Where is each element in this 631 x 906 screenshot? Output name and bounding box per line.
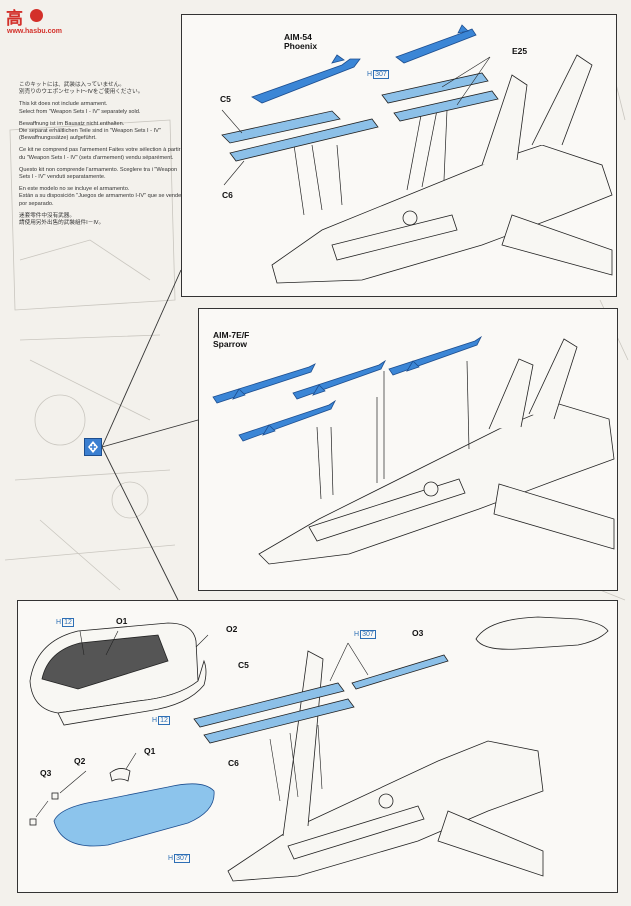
aim7-missile [292, 359, 387, 400]
aim7-missile [238, 399, 337, 442]
part-label-c6: C6 [222, 190, 233, 200]
part-label-q2: Q2 [74, 756, 86, 766]
logo-url: www.hasbu.com [7, 28, 62, 35]
aircraft-tail [282, 650, 324, 837]
aircraft-wing [437, 810, 544, 877]
aircraft-wheel [423, 481, 439, 497]
note-line: Ce kit ne comprend pas l'armement Faites… [19, 147, 181, 161]
part-label-o1: O1 [116, 616, 128, 626]
part-label-c5: C5 [220, 94, 231, 104]
part-label-e25: E25 [512, 46, 528, 56]
note-line: En este modelo no se incluye el armament… [19, 186, 185, 207]
aircraft-fuselage [271, 144, 613, 284]
pod-half-o2 [57, 659, 207, 726]
aim7-fin [262, 424, 276, 436]
pod-interior [41, 634, 169, 690]
aim54-missile [251, 58, 361, 104]
aircraft-tail [531, 54, 593, 146]
aircraft-fuselage [258, 403, 615, 565]
aircraft-wing [493, 483, 615, 550]
aircraft-wheel [378, 793, 394, 809]
aircraft-wing [501, 214, 613, 276]
choice-step-icon [84, 438, 102, 456]
note-line: このキットには、武装は入っていません。別売りのウエポンセットⅠ～Ⅳをご使用くださ… [19, 82, 144, 96]
aim7-fin [312, 384, 326, 396]
external-fuel-tank [475, 616, 609, 650]
armament-notes: このキットには、武装は入っていません。別売りのウエポンセットⅠ～Ⅳをご使用くださ… [19, 82, 187, 232]
site-logo: 高 www.hasbu.com [3, 4, 69, 42]
part-label-q3: Q3 [40, 768, 52, 778]
aircraft-intake [287, 805, 425, 860]
panel1-drawing [221, 24, 613, 284]
aim54-missile [395, 28, 477, 64]
part-label-q1: Q1 [144, 746, 156, 756]
aircraft-tail [528, 338, 578, 420]
launch-rail-c6 [229, 118, 379, 162]
note-line: This kit does not include armament.Selec… [19, 101, 141, 115]
launch-rail-o3 [351, 654, 449, 690]
launch-rail-c5 [221, 110, 341, 144]
aircraft-tail [488, 358, 534, 430]
panel2-drawing [212, 335, 615, 565]
aim7-fin [232, 388, 246, 400]
part-label-c6: C6 [228, 758, 239, 768]
part-label-o2: O2 [226, 624, 238, 634]
closed-pod [53, 783, 215, 847]
launch-rail-c5 [193, 682, 345, 728]
part-q2 [51, 792, 59, 800]
aim54-fin [331, 54, 345, 64]
aircraft-intake [308, 478, 466, 542]
aim54-fin [457, 24, 469, 34]
launch-rail-e25 [393, 90, 499, 122]
part-q1 [109, 768, 131, 782]
part-label-c5: C5 [238, 660, 249, 670]
aircraft-wheel [402, 210, 418, 226]
aircraft-tail [481, 74, 528, 166]
note-line: Bewaffnung ist im Bausatz nicht enthalte… [19, 120, 161, 142]
part-q3 [29, 818, 37, 826]
part-label-o3: O3 [412, 628, 424, 638]
logo-mark: 高 [6, 9, 24, 28]
panel3-drawing [29, 616, 609, 882]
launch-rail-e25 [381, 72, 489, 104]
note-line: Questo kit non comprende l'armamento. Sc… [19, 166, 178, 181]
aim7-fin [406, 360, 420, 372]
launch-rail-c6 [203, 698, 355, 744]
logo-ball-icon [30, 9, 43, 22]
note-line: 迷套零件中沒有武器。請使用另外出售的武裝組件Ⅰ－Ⅳ。 [19, 212, 105, 227]
